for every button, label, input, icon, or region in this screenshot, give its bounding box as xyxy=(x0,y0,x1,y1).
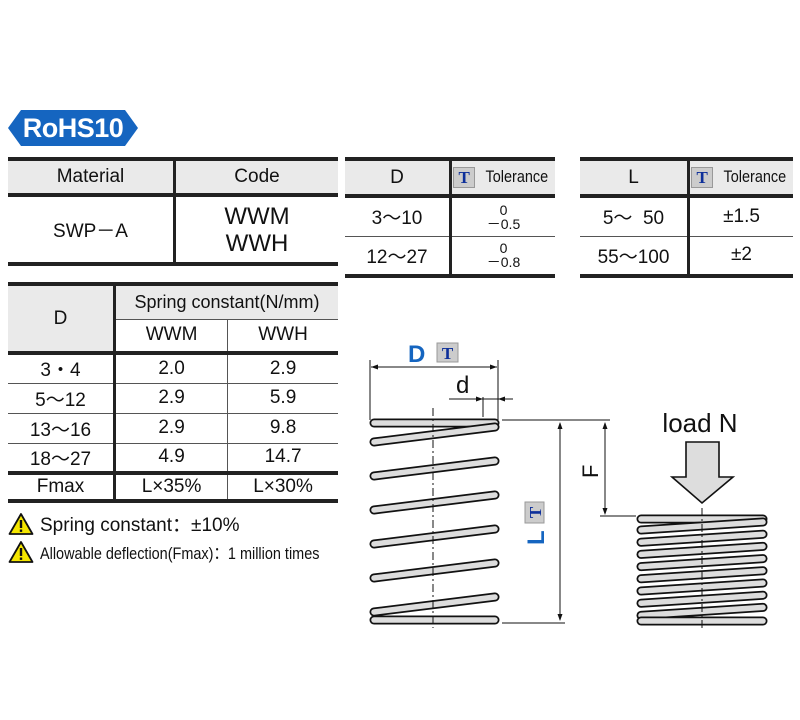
lower: －0.8 xyxy=(486,254,521,271)
dimension-L-label: L T xyxy=(523,501,550,545)
warning-icon xyxy=(8,512,34,535)
spring-coil xyxy=(371,594,498,615)
spring-coil xyxy=(371,492,498,513)
code-wwh: WWH xyxy=(225,229,289,257)
F-text: F xyxy=(578,465,603,478)
d-range: 3～10 xyxy=(371,208,423,230)
table-row: 13～16 2.9 9.8 xyxy=(8,413,338,443)
d-value: 13～16 xyxy=(29,419,92,441)
d-value: 18～27 xyxy=(29,448,92,470)
table-row: 18～27 4.9 14.7 xyxy=(8,443,338,473)
tolerance-t-icon: T xyxy=(453,166,476,188)
header-d: D xyxy=(8,284,115,355)
code-wwm: WWM xyxy=(224,202,290,230)
fmax-row: Fmax L×35% L×30% xyxy=(8,473,338,501)
load-arrow-icon xyxy=(669,441,736,505)
spring-coil xyxy=(371,424,498,445)
code-values: WWM WWH xyxy=(173,195,338,264)
d-range: 12～27 xyxy=(366,246,428,268)
table-row: 5～ 50 ±1.5 xyxy=(580,196,793,236)
upper: 0 xyxy=(499,201,508,218)
table-row: 55～100 ±2 xyxy=(580,236,793,276)
note-deflection: Allowable deflection(Fmax)：1 million tim… xyxy=(8,539,369,564)
arrowheads xyxy=(371,364,608,621)
rohs-badge: RoHS10 xyxy=(8,110,138,146)
spring-coil xyxy=(638,531,766,545)
load-label: load N xyxy=(662,408,737,438)
d-value: 5～12 xyxy=(35,389,86,411)
L-text: L xyxy=(523,530,550,545)
material-table: Material Code SWP－A WWM WWH xyxy=(8,157,338,266)
wwh-value: 9.8 xyxy=(227,413,338,443)
d-value: 3・4 xyxy=(40,360,81,382)
spring-coil xyxy=(371,458,498,479)
table-row: 12～27 0－0.8 xyxy=(345,236,555,276)
lower: －0.5 xyxy=(486,215,521,232)
header-l: L xyxy=(628,166,639,188)
tolerance-t-icon: T xyxy=(691,166,714,188)
warning-icon xyxy=(8,540,34,563)
tolerance-value: 0－0.5 xyxy=(449,196,555,236)
wwm-value: 2.9 xyxy=(112,413,228,443)
material-value: SWP－A xyxy=(53,221,128,242)
spring-coil xyxy=(371,560,498,581)
dimension-F-label: F xyxy=(578,465,603,478)
spring-constant-table: D Spring constant(N/mm) WWM WWH 3・4 2.0 … xyxy=(8,282,338,503)
wwm-value: 4.9 xyxy=(112,443,228,473)
dimension-d-label: d xyxy=(456,372,469,399)
table-row: 3～10 0－0.5 xyxy=(345,196,555,236)
header-wwh: WWH xyxy=(227,318,338,353)
spring-coil xyxy=(638,543,766,558)
table-row: 3・4 2.0 2.9 xyxy=(8,353,338,383)
wwh-value: 5.9 xyxy=(227,383,338,413)
wwm-value: 2.0 xyxy=(112,353,228,383)
fmax-label: Fmax xyxy=(36,476,85,497)
wwm-value: 2.9 xyxy=(112,383,228,413)
fmax-wwh: L×30% xyxy=(227,473,338,501)
free-spring xyxy=(369,418,500,625)
header-material: Material xyxy=(56,166,125,187)
fmax-wwm: L×35% xyxy=(112,473,228,501)
tolerance-value: ±1.5 xyxy=(687,196,793,236)
tolerance-t-icon xyxy=(436,342,459,363)
note-text: Allowable deflection(Fmax)：1 million tim… xyxy=(40,544,320,563)
note-spring-constant: Spring constant：±10% xyxy=(8,510,239,537)
header-d: D xyxy=(390,166,404,188)
spring-coil xyxy=(638,580,766,594)
note-text: Spring constant：±10% xyxy=(40,515,240,536)
tolerance-t-icon xyxy=(524,501,545,524)
header-spring-constant: Spring constant(N/mm) xyxy=(113,284,338,319)
dimension-D-label: D xyxy=(408,341,425,368)
wwh-value: 14.7 xyxy=(227,443,338,473)
tolerance-value: 0－0.8 xyxy=(449,236,555,276)
tolerance-value: ±2 xyxy=(687,236,793,276)
l-range: 5～ 50 xyxy=(602,208,665,230)
upper: 0 xyxy=(499,240,508,257)
header-code: Code xyxy=(173,159,338,195)
tolerance-t-text: T xyxy=(442,344,454,363)
tolerance-t-text: T xyxy=(526,506,545,518)
header-wwm: WWM xyxy=(112,318,228,353)
table-row: 5～12 2.9 5.9 xyxy=(8,383,338,413)
wwh-value: 2.9 xyxy=(227,353,338,383)
l-range: 55～100 xyxy=(597,246,670,268)
spring-coil xyxy=(371,526,498,547)
